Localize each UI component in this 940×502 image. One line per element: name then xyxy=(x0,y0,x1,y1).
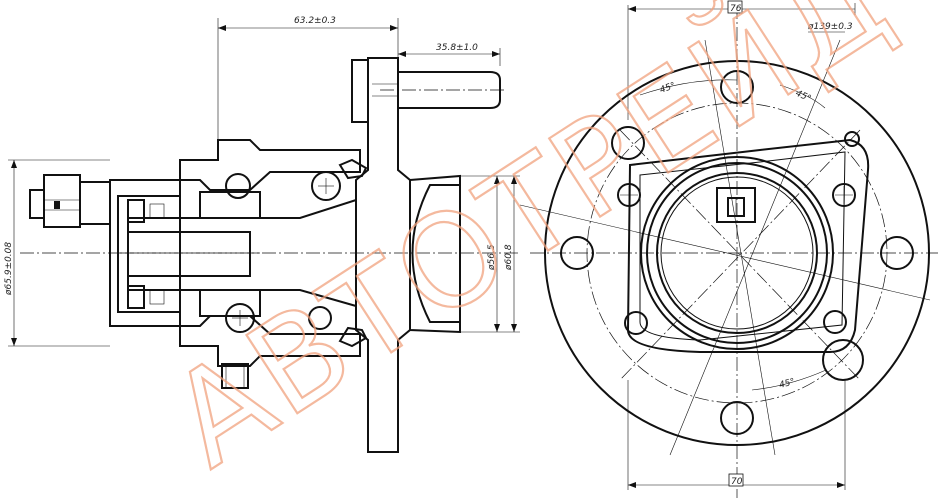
stud-hole xyxy=(560,236,594,270)
stud-holes xyxy=(560,70,914,435)
seal-lower xyxy=(338,326,368,348)
bolt-hole xyxy=(611,126,645,160)
section-view: 63.2±0.3 35.8±1.0 ø65.9±0.08 ø56.5 ø60.8 xyxy=(4,16,520,453)
hub-face-recess xyxy=(411,184,461,323)
bearing-ball xyxy=(311,171,341,201)
bearing-ball xyxy=(225,173,251,199)
stud-hole xyxy=(720,70,754,104)
hub-ring-inner xyxy=(656,172,818,334)
sensor-block xyxy=(716,187,756,223)
stud-hole xyxy=(720,401,754,435)
flange-outer-edge xyxy=(544,60,930,446)
dim-stud-length: 35.8±1.0 xyxy=(436,43,478,53)
bearing-ball xyxy=(308,306,332,330)
angle-label-c: 45° xyxy=(778,377,796,391)
bolt-hole xyxy=(617,183,641,207)
bolt-hole xyxy=(844,131,860,147)
abs-sensor-connector xyxy=(29,174,111,228)
bolt-hole xyxy=(822,339,864,381)
inner-race-lower xyxy=(199,289,261,317)
dim-bottom-width: 70 xyxy=(731,477,743,487)
dim-inner-diameter-b: ø60.8 xyxy=(504,244,514,271)
hub-bore xyxy=(127,231,251,277)
dim-bolt-circle: ø139±0.3 xyxy=(807,22,853,32)
wheel-stud xyxy=(351,59,505,123)
backing-plate xyxy=(626,138,870,353)
dim-outer-diameter: ø65.9±0.08 xyxy=(4,242,14,296)
watermark-text: АВТОТРЕЙД xyxy=(145,0,917,496)
front-view: 76 ø139±0.3 70 45° 45° 45° xyxy=(519,0,938,498)
bearing-balls xyxy=(225,171,341,333)
bolt-hole xyxy=(832,183,856,207)
dim-top-width: 76 xyxy=(730,4,742,14)
housing-tab xyxy=(221,363,249,389)
bolt-hole xyxy=(624,311,648,335)
bolt-hole xyxy=(823,310,847,334)
inner-race-upper xyxy=(199,191,261,219)
stud-hole xyxy=(880,236,914,270)
plate-bolt-holes xyxy=(611,126,864,381)
bearing-housing-lower xyxy=(179,315,361,367)
seal-upper xyxy=(338,158,368,180)
dim-inner-diameter-a: ø56.5 xyxy=(487,244,497,271)
sensor-housing xyxy=(109,179,181,327)
hub-flange xyxy=(355,57,411,453)
hub-ring-outer xyxy=(640,156,834,350)
bearing-ball xyxy=(225,303,255,333)
bearing-housing-upper xyxy=(179,139,361,191)
dim-flange-distance: 63.2±0.3 xyxy=(294,16,336,26)
hub-face xyxy=(409,174,461,334)
